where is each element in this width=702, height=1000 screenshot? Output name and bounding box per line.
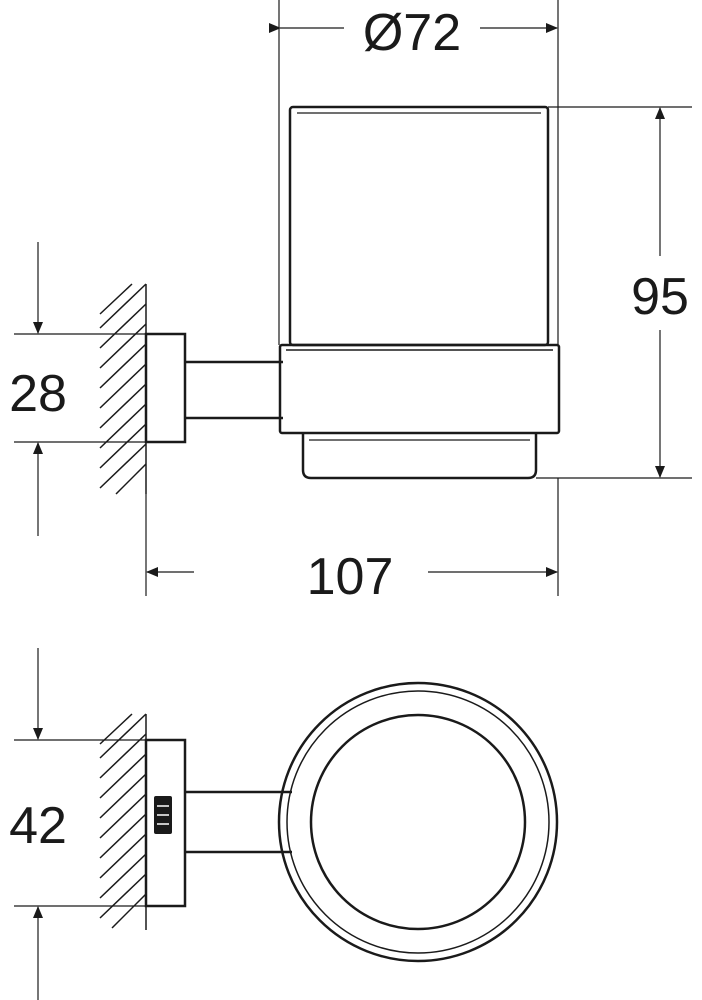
dimension-label-flange-side: 28 (9, 365, 67, 423)
dimension-height: 95 (536, 106, 692, 479)
dimension-flange-side: 28 (9, 242, 146, 536)
dimension-projection: 107 (145, 478, 559, 606)
side-view: Ø72 95 28 107 (9, 0, 692, 606)
top-view: 42 (9, 648, 559, 1000)
dimension-diameter: Ø72 (269, 0, 559, 345)
dimension-label-projection: 107 (307, 548, 394, 606)
brand-logo-icon (154, 796, 172, 834)
holder-ring-side (278, 343, 561, 435)
holder-arm-top (185, 790, 292, 854)
dimension-label-diameter: Ø72 (363, 4, 461, 62)
dimension-label-flange-top: 42 (9, 797, 67, 855)
wall-flange-side (144, 332, 187, 444)
glass-tumbler-side (288, 105, 550, 480)
wall-hatch-side (99, 283, 147, 495)
wall-flange-top (144, 738, 187, 908)
dimension-label-height: 95 (631, 268, 689, 326)
holder-arm-side (185, 360, 283, 420)
holder-ring-top (277, 681, 559, 963)
wall-hatch-top (99, 713, 147, 930)
dimension-flange-top: 42 (9, 648, 146, 1000)
